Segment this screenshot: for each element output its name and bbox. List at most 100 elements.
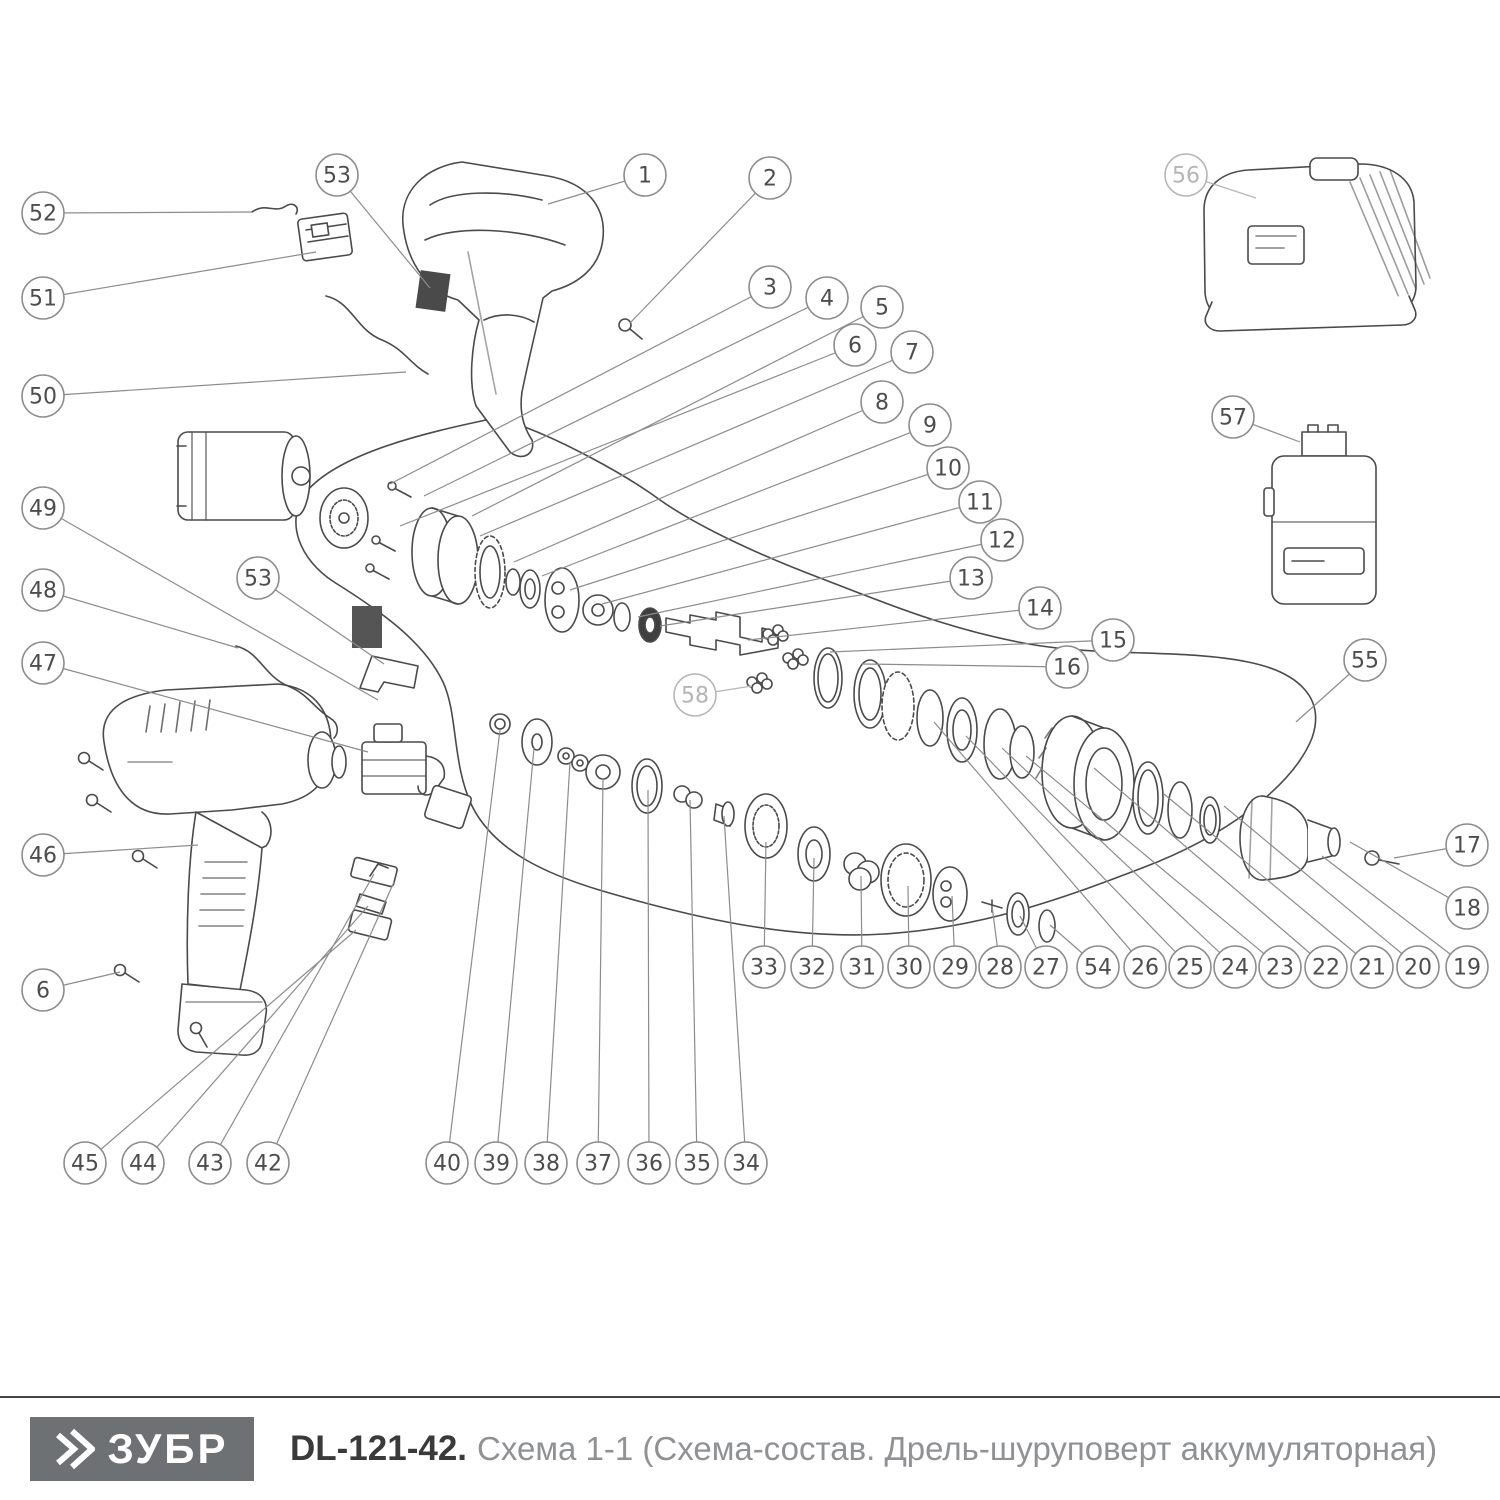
leader-line xyxy=(257,577,385,665)
callout-circle xyxy=(1258,945,1302,989)
callout-53: 53 xyxy=(236,556,385,665)
callout-number: 32 xyxy=(798,956,826,981)
callout-circle xyxy=(860,380,904,424)
callout-circle xyxy=(246,1141,290,1185)
callout-7: 7 xyxy=(479,330,934,537)
callout-17: 17 xyxy=(1393,823,1489,867)
callout-number: 49 xyxy=(29,497,57,522)
callout-circle xyxy=(21,568,65,612)
callout-6: 6 xyxy=(399,323,877,527)
brand-logo: ЗУБР xyxy=(30,1417,254,1481)
callout-number: 16 xyxy=(1053,656,1081,681)
callout-number: 1 xyxy=(638,164,652,189)
callout-circle xyxy=(1445,823,1489,867)
callout-38: 38 xyxy=(524,761,571,1185)
callout-number: 45 xyxy=(71,1152,99,1177)
callout-circle xyxy=(474,1141,518,1185)
callout-number: 53 xyxy=(323,164,351,189)
callout-39: 39 xyxy=(474,747,535,1185)
callout-2: 2 xyxy=(629,156,792,324)
leader-line xyxy=(389,286,771,485)
title-bar: ЗУБР DL-121-42.Схема 1-1 (Схема-состав. … xyxy=(0,1396,1500,1500)
callout-58: 58 xyxy=(673,673,753,717)
leader-line xyxy=(42,507,379,701)
callout-circle xyxy=(576,1141,620,1185)
callout-54: 54 xyxy=(1049,924,1120,989)
battery-pack xyxy=(1263,424,1377,605)
callout-21: 21 xyxy=(1163,793,1394,989)
callout-circle xyxy=(890,330,934,374)
callout-circle xyxy=(1045,645,1089,689)
callout-24: 24 xyxy=(1001,747,1257,989)
leader-line xyxy=(1321,855,1468,968)
callout-57: 57 xyxy=(1211,395,1301,443)
leader-line xyxy=(495,747,535,1164)
leader-line xyxy=(747,607,1041,641)
callout-9: 9 xyxy=(541,403,952,577)
lower-gear-train xyxy=(489,713,1056,943)
schema-model: DL-121-42. xyxy=(290,1429,468,1468)
callout-number: 19 xyxy=(1453,956,1481,981)
output-shaft xyxy=(665,611,779,656)
callout-3: 3 xyxy=(389,265,792,485)
callout-number: 56 xyxy=(1172,164,1200,189)
callout-circle xyxy=(1164,153,1208,197)
leader-line xyxy=(1223,805,1419,968)
callout-53: 53 xyxy=(315,153,431,289)
callout-number: 6 xyxy=(36,979,50,1004)
callout-37: 37 xyxy=(576,777,620,1185)
callout-circle xyxy=(1091,618,1135,662)
callout-19: 19 xyxy=(1321,855,1489,989)
callout-circle xyxy=(675,1141,719,1185)
motor xyxy=(176,431,311,521)
pinion-cluster-2 xyxy=(782,648,809,670)
leader-line xyxy=(659,577,972,627)
housing-screws xyxy=(77,751,208,1048)
callout-47: 47 xyxy=(21,641,369,753)
callout-27: 27 xyxy=(1019,915,1068,989)
callout-number: 58 xyxy=(681,684,709,709)
upper-gear-train xyxy=(319,481,1035,780)
callout-number: 35 xyxy=(683,1152,711,1177)
callout-number: 6 xyxy=(848,334,862,359)
callout-circle xyxy=(21,968,65,1012)
callout-circle xyxy=(623,153,667,197)
callout-11: 11 xyxy=(601,480,1002,605)
callout-number: 27 xyxy=(1032,956,1060,981)
callout-number: 18 xyxy=(1453,897,1481,922)
callout-circle xyxy=(627,1141,671,1185)
schema-title: DL-121-42.Схема 1-1 (Схема-состав. Дрель… xyxy=(290,1429,1437,1469)
leader-line xyxy=(42,211,253,214)
callout-23: 23 xyxy=(1025,755,1302,989)
callout-circle xyxy=(1168,945,1212,989)
callout-number: 37 xyxy=(584,1152,612,1177)
callout-number: 47 xyxy=(29,652,57,677)
callout-circle xyxy=(926,446,970,490)
callout-30: 30 xyxy=(887,885,931,989)
callout-14: 14 xyxy=(747,586,1062,641)
callout-number: 36 xyxy=(635,1152,663,1177)
callout-circle xyxy=(724,1141,768,1185)
callout-circle xyxy=(425,1141,469,1185)
callout-number: 7 xyxy=(905,341,919,366)
leader-line xyxy=(479,351,913,537)
callout-31: 31 xyxy=(840,875,884,989)
callout-number: 24 xyxy=(1221,956,1249,981)
callout-circle xyxy=(1445,945,1489,989)
callout-number: 50 xyxy=(29,385,57,410)
wire-upper xyxy=(325,295,429,375)
callout-circle xyxy=(1343,638,1387,682)
leader-line xyxy=(42,589,239,649)
leader-line xyxy=(142,905,369,1164)
callout-number: 9 xyxy=(923,414,937,439)
callout-6: 6 xyxy=(21,968,121,1012)
callout-number: 12 xyxy=(988,529,1016,554)
callout-number: 54 xyxy=(1084,956,1112,981)
leader-line xyxy=(1025,755,1281,968)
callout-43: 43 xyxy=(188,873,375,1185)
callout-18: 18 xyxy=(1349,841,1489,930)
callout-circle xyxy=(748,156,792,200)
callout-circle xyxy=(980,518,1024,562)
callout-46: 46 xyxy=(21,833,199,877)
